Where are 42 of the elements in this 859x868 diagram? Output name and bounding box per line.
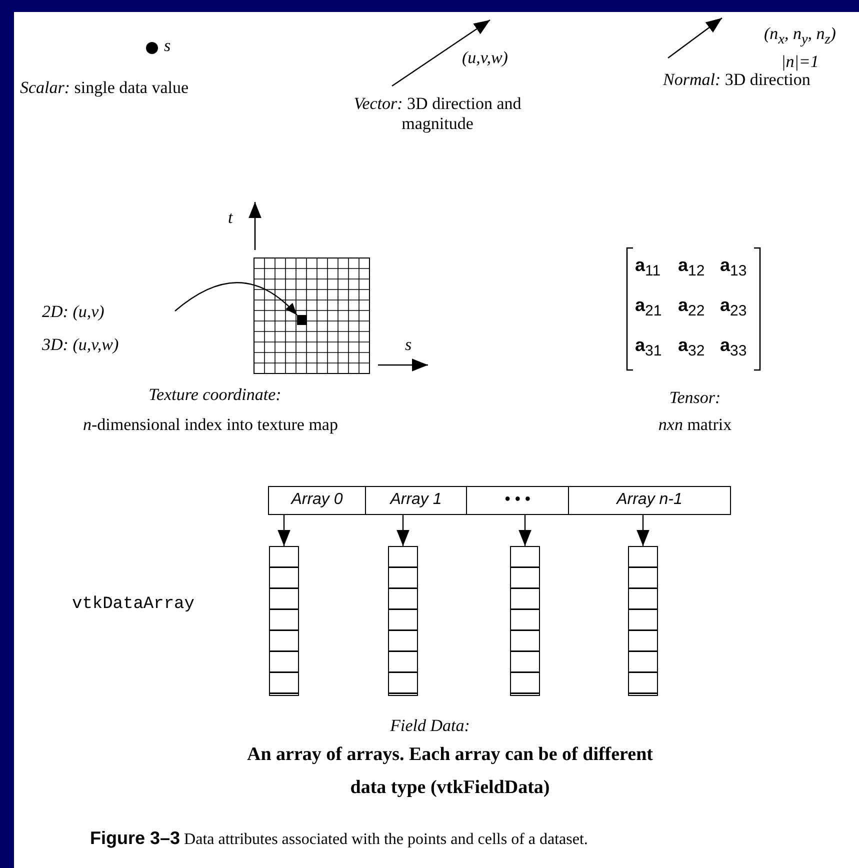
array-cell: Array n-1	[568, 486, 731, 515]
normal-description: Normal: 3D direction	[663, 70, 810, 90]
normal-constraint: |n|=1	[780, 52, 820, 72]
attribute-description: n-dimensional index into texture map	[82, 415, 339, 436]
data-array-column	[628, 546, 658, 696]
array-cell: • • •	[466, 486, 569, 515]
vector-label: (u,v,w)	[462, 48, 509, 68]
matrix-entry: a$_{21}$	[635, 295, 663, 321]
matrix-entry: a$_{31}$	[635, 335, 663, 361]
array-cell: Array 0	[268, 486, 366, 515]
matrix-entry: a$_{22}$	[678, 295, 706, 321]
matrix-entry: a$_{33}$	[720, 335, 748, 361]
class-name: vtkDataArray	[72, 595, 196, 616]
figure-caption: Figure 3–3 Data attributes associated with the points and cells of a dataset.	[90, 828, 589, 850]
scalar-description: Scalar: single data value	[20, 78, 190, 98]
attribute-title: Field Data:	[389, 716, 471, 736]
normal-components: (n$_{x}$, n$_{y}$, n$_{z}$)	[763, 24, 837, 48]
matrix-entry: a$_{11}$	[635, 255, 662, 281]
vector-description: Vector: 3D direction and magnitude	[352, 94, 522, 135]
attribute-title: Tensor:	[668, 388, 722, 408]
data-array-column	[269, 546, 299, 696]
data-array-column	[388, 546, 418, 696]
arrow	[396, 515, 410, 546]
axis-label: s	[405, 335, 413, 356]
arrow	[518, 515, 532, 546]
attribute-description: An array of arrays. Each array can be of different data type (vtkFieldData)	[246, 743, 654, 800]
leader-arrow	[174, 282, 298, 316]
coordinate-text: 2D: (u,v)	[42, 301, 106, 323]
symbol-label: s	[164, 36, 172, 56]
axis-label: t	[228, 208, 234, 228]
attribute-title: Texture coordinate:	[148, 385, 282, 406]
matrix-entry: a$_{13}$	[720, 255, 748, 281]
data-array-column	[510, 546, 540, 696]
matrix-entry: a$_{23}$	[720, 295, 748, 321]
matrix-entry: a$_{32}$	[678, 335, 706, 361]
arrow	[636, 515, 650, 546]
array-cell: Array 1	[365, 486, 467, 515]
matrix-entry: a$_{12}$	[678, 255, 706, 281]
grid-point	[297, 315, 307, 325]
coordinate-text: 3D: (u,v,w)	[42, 334, 120, 356]
arrow	[278, 515, 290, 546]
attribute-description: nxn matrix	[657, 415, 733, 436]
